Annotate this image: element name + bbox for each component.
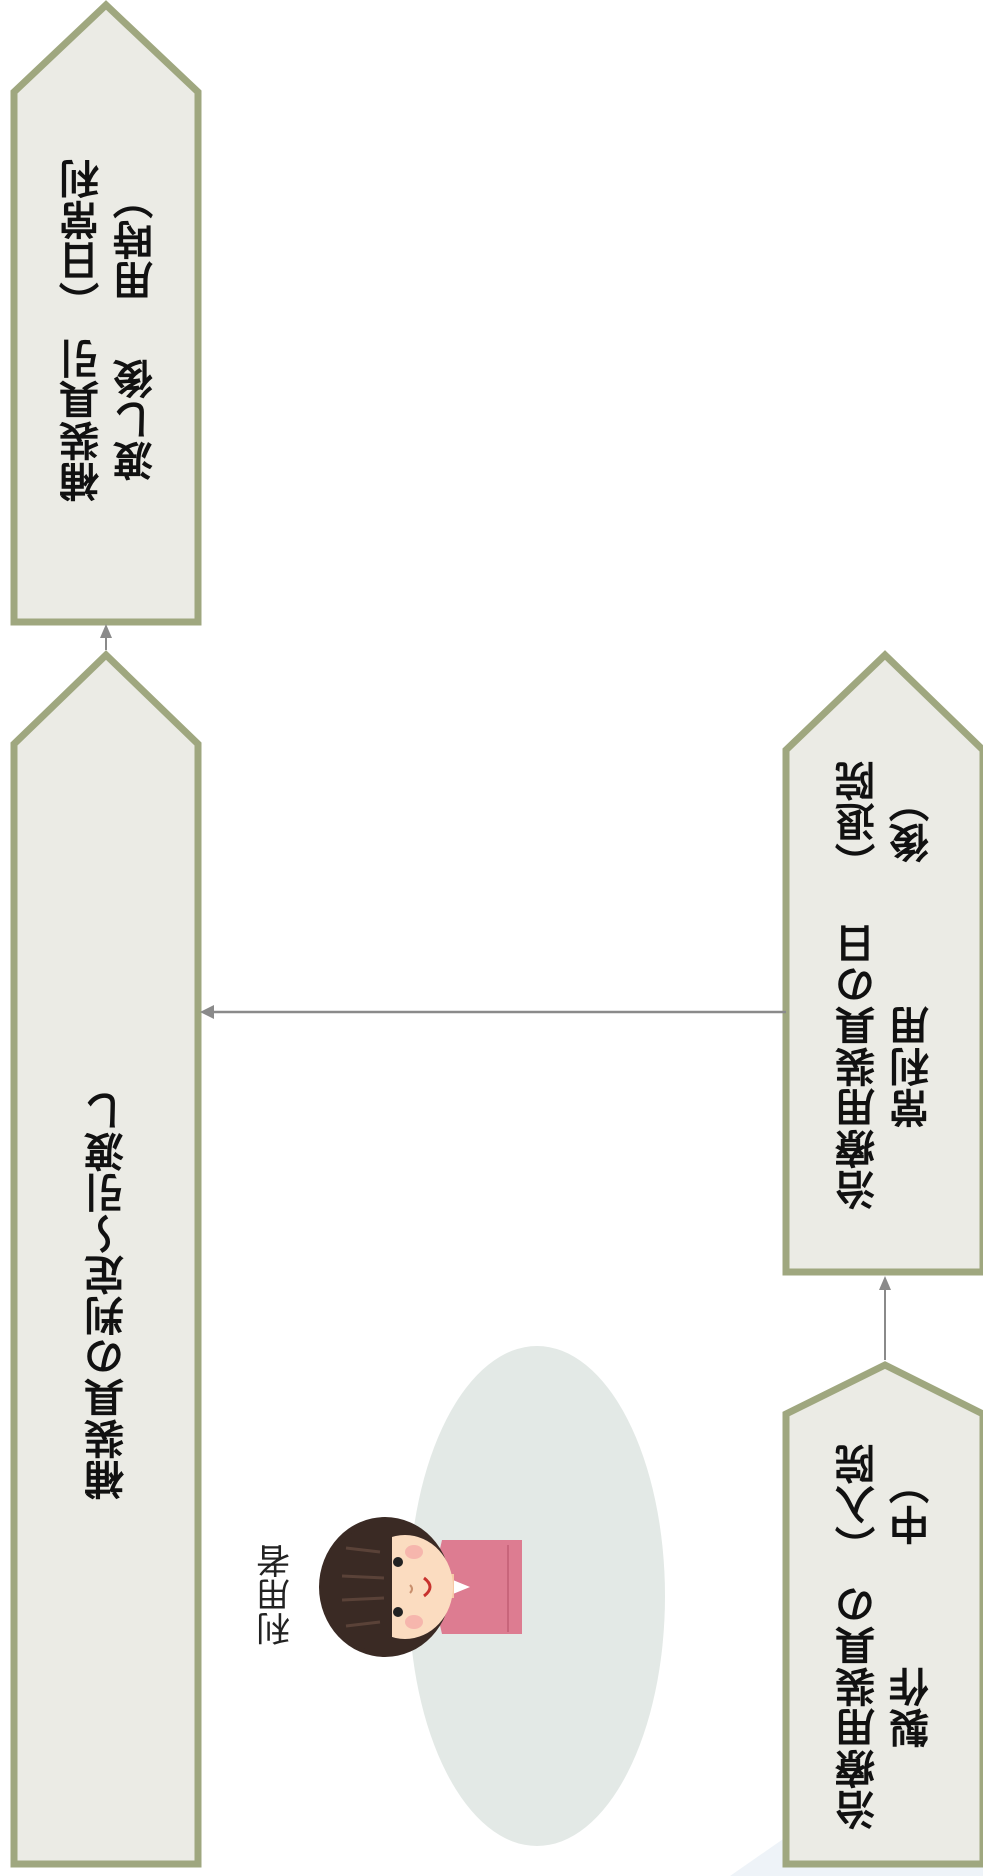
label-after-delivery-line2: （日常利用時） [60, 158, 160, 322]
label-judgment-delivery-line1: 補装具の判定～引渡し [85, 1090, 131, 1500]
user-ellipse [409, 1346, 665, 1846]
label-production-line1: 治療用装具の製作 [836, 1584, 936, 1831]
label-judgment-delivery: 補装具の判定～引渡し [78, 1030, 138, 1560]
label-production-line2: （入院中） [836, 1442, 936, 1566]
label-daily-use-line2: （退院後） [836, 760, 936, 884]
box-after-delivery [10, 0, 202, 626]
woman-avatar-icon [319, 1517, 522, 1657]
box-production [782, 1361, 983, 1868]
box-daily-use [782, 650, 983, 1276]
arrowhead-daily-to-judgment [200, 1005, 214, 1019]
arrowhead-production-to-daily [879, 1276, 891, 1290]
label-daily-use-line1: 治療用装具の日常利用 [836, 923, 936, 1211]
user-label: 利用者 [256, 1544, 297, 1646]
label-daily-use: 治療用装具の日常利用 （退院後） [824, 740, 948, 1230]
box-judgment-delivery [10, 650, 202, 1868]
label-after-delivery: 補装具引渡し後 （日常利用時） [52, 150, 168, 510]
arrowhead-judgment-to-after [100, 624, 112, 638]
label-production: 治療用装具の製作 （入院中） [824, 1426, 948, 1832]
label-after-delivery-line1: 補装具引渡し後 [60, 338, 160, 502]
